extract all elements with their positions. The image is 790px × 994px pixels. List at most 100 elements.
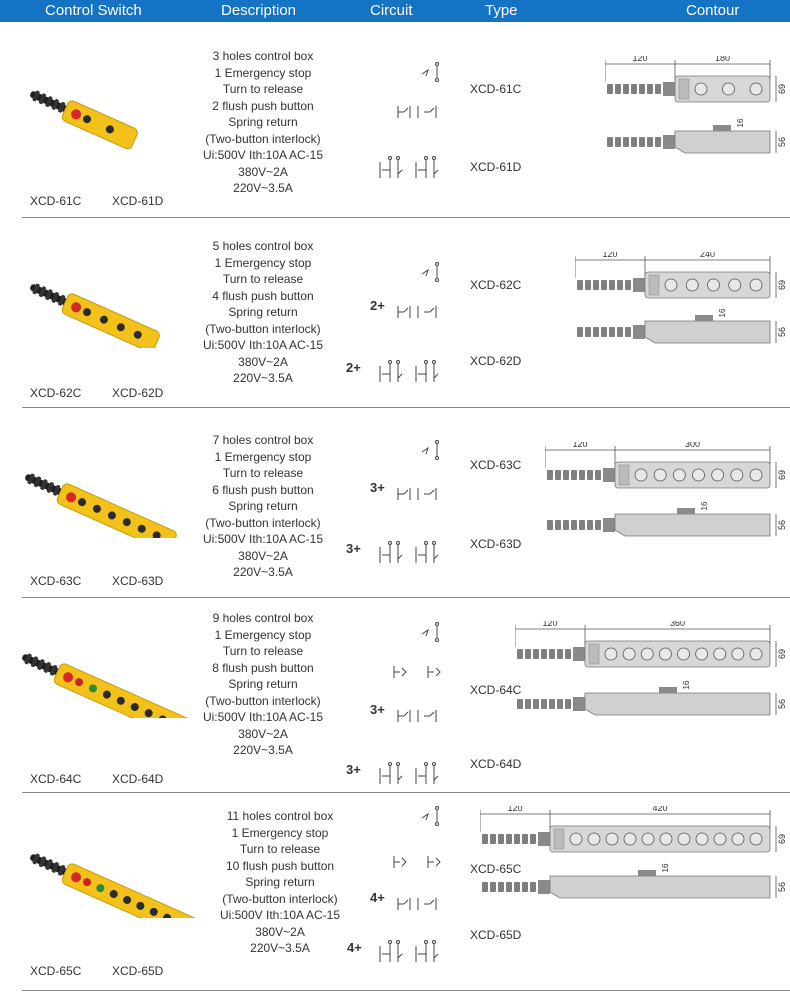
pendant-photo (30, 853, 226, 952)
type-label-c: XCD-65C (470, 862, 522, 876)
table-header: Control Switch Description Circuit Type … (0, 0, 790, 22)
type-label-c: XCD-61C (470, 82, 522, 96)
dim-left-label: 120 (632, 56, 647, 63)
model-label-c: XCD-62C (30, 386, 82, 400)
description-line: (Two-button interlock) (205, 515, 321, 530)
dim-top-label: 16 (700, 501, 709, 510)
dim-right-label: 420 (652, 806, 667, 813)
description-line: 2 flush push button (212, 98, 314, 113)
description-line: 1 Emergency stop (214, 449, 312, 464)
model-label-d: XCD-63D (112, 574, 164, 588)
model-label-c: XCD-63C (30, 574, 82, 588)
pendant-image (30, 848, 292, 952)
description-line: 4 flush push button (212, 288, 314, 303)
pendant-image (22, 648, 260, 742)
type-label-d: XCD-63D (470, 537, 522, 551)
description-line: (Two-button interlock) (205, 693, 321, 708)
type-label-c: XCD-63C (470, 458, 522, 472)
description-line: 380V~2A (238, 354, 288, 369)
row-separator (22, 217, 790, 218)
contour-svg: 120 240 69 16 56 (574, 249, 787, 344)
model-label-d: XCD-64D (112, 772, 164, 786)
multiplier-single: 3+ (370, 702, 385, 717)
row-separator (22, 792, 790, 793)
circuit-diagram (360, 252, 450, 393)
model-label-d: XCD-61D (112, 194, 164, 208)
description-line: 10 flush push button (225, 858, 335, 873)
type-label-d: XCD-65D (470, 928, 522, 942)
dim-side-label: 56 (777, 882, 787, 892)
dim-side-label: 56 (777, 327, 787, 337)
description-line: 380V~2A (238, 726, 288, 741)
dim-side-label: 56 (777, 137, 787, 147)
description-line: 220V~3.5A (233, 181, 293, 195)
description-line: Spring return (245, 875, 315, 889)
multiplier-double: 4+ (347, 940, 362, 955)
pendant-photo (25, 473, 177, 552)
circuit-diagram (360, 52, 450, 189)
description-line: 9 holes control box (212, 611, 314, 625)
description-line: (Two-button interlock) (222, 891, 338, 906)
description-line: 220V~3.5A (233, 743, 293, 757)
model-label-d: XCD-62D (112, 386, 164, 400)
description-line: (Two-button interlock) (205, 321, 321, 336)
dim-height-label: 69 (777, 649, 787, 659)
type-label-c: XCD-64C (470, 683, 522, 697)
description-line: Turn to release (222, 644, 304, 658)
dim-height-label: 69 (777, 280, 787, 290)
model-label-c: XCD-65C (30, 964, 82, 978)
description-line: 7 holes control box (212, 433, 314, 447)
circuit-svg (379, 262, 439, 382)
circuit-diagram (360, 430, 450, 574)
header-description: Description (221, 2, 297, 19)
contour-drawing: 120 240 69 16 56 (574, 249, 790, 358)
dim-top-label: 16 (736, 118, 745, 127)
description-line: 380V~2A (238, 164, 288, 179)
description-line: Spring return (228, 305, 298, 319)
dim-top-label: 16 (718, 308, 727, 317)
description-line: Ui:500V Ith:10A AC-15 (219, 908, 341, 922)
description-line: 220V~3.5A (233, 371, 293, 385)
row-separator (22, 407, 790, 408)
description-line: 220V~3.5A (250, 941, 310, 955)
multiplier-double: 2+ (346, 360, 361, 375)
description-line: Ui:500V Ith:10A AC-15 (202, 148, 324, 162)
dim-height-label: 69 (777, 470, 787, 480)
pendant-photo (22, 653, 196, 742)
row-separator (22, 990, 790, 991)
description-line: 380V~2A (255, 924, 305, 939)
type-label-c: XCD-62C (470, 278, 522, 292)
type-label-d: XCD-64D (470, 757, 522, 771)
header-type: Type (485, 2, 518, 19)
description-line: Spring return (228, 499, 298, 513)
dim-right-label: 360 (670, 621, 685, 628)
dim-right-label: 180 (715, 56, 730, 63)
description-line: 1 Emergency stop (214, 65, 312, 80)
dim-top-label: 16 (682, 680, 691, 689)
description-line: (Two-button interlock) (205, 131, 321, 146)
circuit-svg (379, 806, 441, 962)
description-line: 380V~2A (238, 548, 288, 563)
description-line: Ui:500V Ith:10A AC-15 (202, 338, 324, 352)
dim-left-label: 120 (602, 252, 617, 259)
pendant-image (30, 85, 196, 160)
dim-height-label: 69 (777, 834, 787, 844)
header-control-switch: Control Switch (45, 2, 142, 19)
multiplier-double: 3+ (346, 541, 361, 556)
dim-right-label: 240 (700, 252, 715, 259)
multiplier-single: 4+ (370, 890, 385, 905)
description-line: Ui:500V Ith:10A AC-15 (202, 532, 324, 546)
dim-left-label: 120 (572, 442, 587, 449)
dim-side-label: 56 (777, 520, 787, 530)
type-label-d: XCD-61D (470, 160, 522, 174)
circuit-svg (379, 622, 441, 784)
circuit-svg (379, 62, 439, 178)
row-separator (22, 597, 790, 598)
description-line: 5 holes control box (212, 239, 314, 253)
